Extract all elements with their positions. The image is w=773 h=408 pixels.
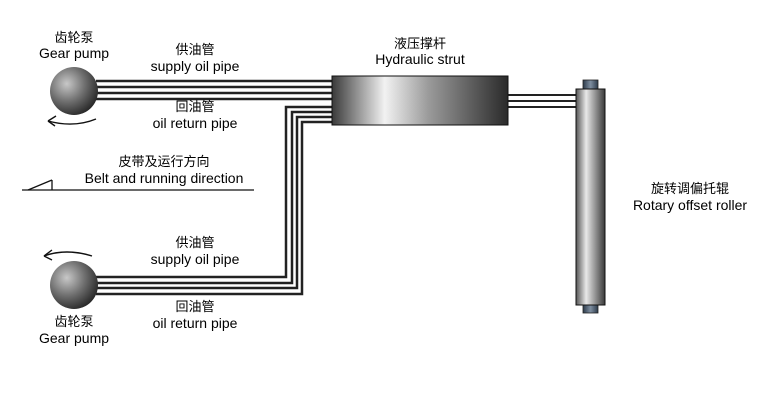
bottom-pump-label-en: Gear pump bbox=[38, 330, 110, 346]
top-supply-label-cn: 供油管 bbox=[175, 43, 215, 58]
top-rotation-arrow-icon bbox=[47, 115, 97, 127]
bottom-supply-label-en: supply oil pipe bbox=[150, 251, 240, 267]
belt-label-en: Belt and running direction bbox=[84, 170, 244, 186]
belt-label-cn: 皮带及运行方向 bbox=[118, 155, 210, 170]
top-pump-label-en: Gear pump bbox=[38, 45, 110, 61]
top-return-label-cn: 回油管 bbox=[175, 100, 215, 115]
bottom-rotation-arrow-icon bbox=[43, 249, 93, 261]
top-pump-label-cn: 齿轮泵 bbox=[54, 31, 94, 46]
roller-label-en: Rotary offset roller bbox=[632, 197, 748, 213]
roller-label-cn: 旋转调偏托辊 bbox=[650, 182, 730, 197]
hydraulic-strut bbox=[331, 75, 509, 126]
bottom-pipes bbox=[96, 105, 332, 296]
top-supply-label-en: supply oil pipe bbox=[150, 58, 240, 74]
top-gear-pump bbox=[50, 67, 98, 115]
bottom-return-label-cn: 回油管 bbox=[175, 300, 215, 315]
belt-direction-icon bbox=[22, 179, 254, 191]
bottom-pump-label-cn: 齿轮泵 bbox=[54, 315, 94, 330]
top-pipes bbox=[96, 79, 332, 101]
strut-roller-pipes bbox=[507, 94, 576, 108]
bottom-supply-label-cn: 供油管 bbox=[175, 236, 215, 251]
rotary-offset-roller bbox=[575, 79, 606, 314]
bottom-gear-pump bbox=[50, 261, 98, 309]
top-return-label-en: oil return pipe bbox=[152, 115, 238, 131]
strut-label-cn: 液压撑杆 bbox=[393, 37, 447, 52]
bottom-return-label-en: oil return pipe bbox=[152, 315, 238, 331]
strut-label-en: Hydraulic strut bbox=[375, 51, 465, 67]
